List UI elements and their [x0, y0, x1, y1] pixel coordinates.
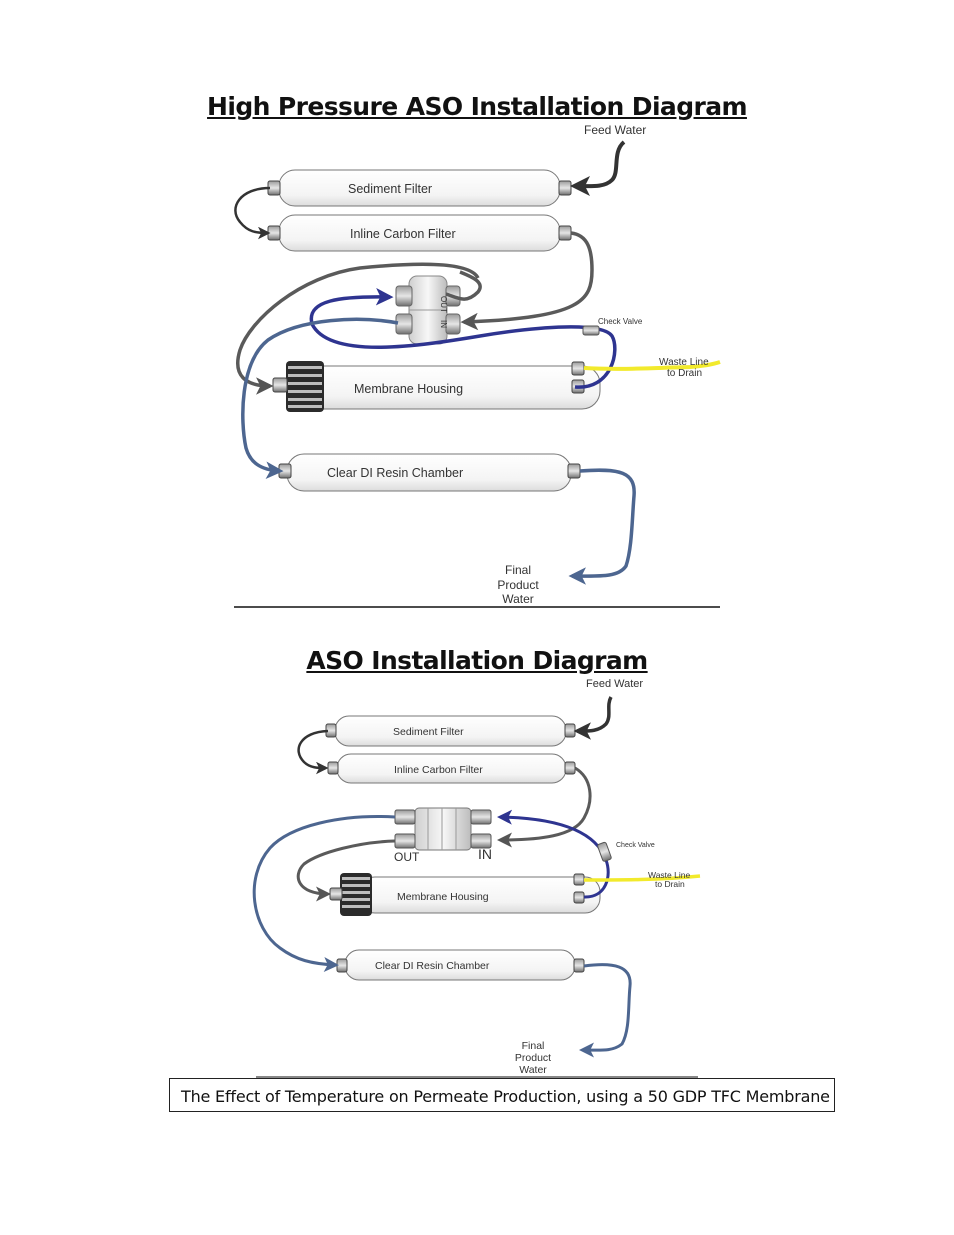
- carbon-to-pump-in-tube: [460, 231, 594, 331]
- feed-water-label: Feed Water: [584, 123, 646, 137]
- permeate-to-di-tube: [252, 815, 396, 972]
- final-product-label-2: Product: [515, 1052, 551, 1064]
- membrane-housing-label: Membrane Housing: [397, 891, 489, 903]
- sediment-filter-label: Sediment Filter: [348, 182, 432, 196]
- sediment-filter-label: Sediment Filter: [393, 726, 464, 738]
- final-product-label-3: Water: [502, 592, 534, 606]
- pump-in-label: IN: [478, 846, 492, 862]
- diagram-title-high-pressure: High Pressure ASO Installation Diagram: [207, 92, 748, 121]
- membrane-end-cap: [340, 873, 372, 916]
- check-valve-label: Check Valve: [598, 317, 643, 326]
- pump-loop-tube: [445, 270, 482, 301]
- final-product-label-3: Water: [519, 1064, 547, 1076]
- carbon-to-pump-in-tube: [497, 766, 592, 848]
- diagram-high-pressure: OUT IN Feed Water Sediment Filter Inline…: [234, 123, 721, 608]
- final-product-label-1: Final: [522, 1040, 545, 1052]
- check-valve-body: [597, 841, 612, 862]
- check-valve-body: [582, 325, 600, 336]
- feed-water-label: Feed Water: [586, 678, 643, 690]
- final-product-label-1: Final: [505, 563, 531, 577]
- concentrate-to-pump-tube: [309, 287, 617, 389]
- membrane-housing-label: Membrane Housing: [354, 382, 463, 396]
- pump-out-label: OUT: [394, 850, 420, 864]
- waste-line-label-1: Waste Line: [659, 357, 709, 368]
- sediment-to-carbon-tube: [297, 729, 329, 775]
- check-valve-label: Check Valve: [616, 842, 655, 849]
- pump-in-label: IN: [439, 320, 448, 328]
- fittings: [325, 723, 585, 973]
- caption-text: The Effect of Temperature on Permeate Pr…: [181, 1087, 830, 1106]
- pump-to-membrane-tube: [236, 262, 480, 395]
- product-water-tube: [579, 963, 632, 1058]
- waste-line-tube: [583, 360, 721, 371]
- waste-line-label-2: to Drain: [655, 879, 685, 889]
- product-water-tube: [568, 468, 636, 585]
- permeate-to-di-tube: [241, 317, 399, 480]
- membrane-end-cap: [286, 361, 324, 412]
- di-resin-label: Clear DI Resin Chamber: [327, 466, 463, 480]
- diagram-title-aso: ASO Installation Diagram: [306, 646, 648, 675]
- feed-tube: [570, 140, 626, 197]
- waste-line-label-1: Waste Line: [648, 870, 690, 880]
- pump-unit: OUT IN: [395, 275, 461, 345]
- waste-line-label-2: to Drain: [667, 368, 702, 379]
- carbon-filter-label: Inline Carbon Filter: [350, 227, 456, 241]
- pump-to-membrane-tube: [296, 839, 396, 902]
- carbon-filter-label: Inline Carbon Filter: [394, 764, 483, 776]
- di-resin-label: Clear DI Resin Chamber: [375, 960, 490, 972]
- sediment-to-carbon-tube: [234, 186, 271, 240]
- diagram-aso: OUT IN Feed Water Sediment Filter Inline…: [252, 678, 701, 1078]
- feed-tube: [573, 696, 613, 740]
- final-product-label-2: Product: [497, 578, 539, 592]
- waste-line-tube: [583, 874, 701, 882]
- pump-out-label: OUT: [439, 296, 448, 313]
- pump-unit: OUT IN: [394, 807, 492, 864]
- caption-box: The Effect of Temperature on Permeate Pr…: [169, 1078, 835, 1112]
